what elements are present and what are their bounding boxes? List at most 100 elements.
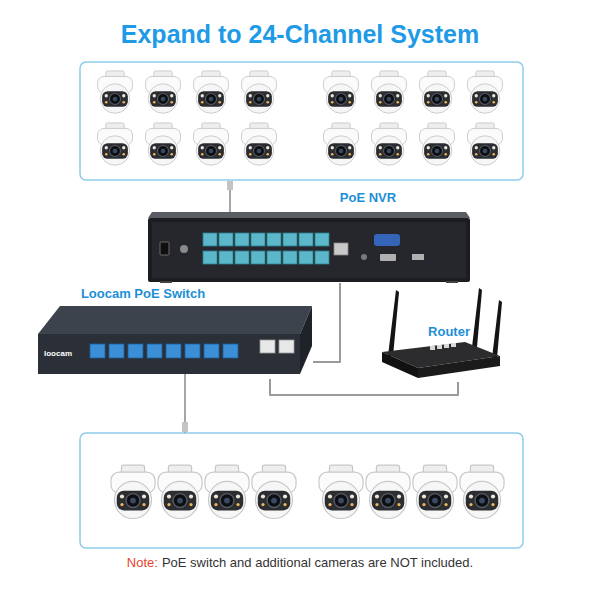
poe-port bbox=[299, 233, 313, 246]
switch-node: Loocam PoE Switch bbox=[35, 286, 313, 379]
ptz-camera bbox=[420, 71, 455, 113]
device-heading: Router bbox=[428, 324, 470, 340]
note-prefix: Note: bbox=[127, 555, 158, 571]
router-antenna bbox=[492, 300, 502, 358]
ptz-camera bbox=[468, 71, 503, 113]
camera-panel bbox=[80, 62, 523, 180]
ptz-camera bbox=[324, 123, 359, 165]
ptz-camera bbox=[111, 465, 155, 518]
ptz-camera bbox=[468, 123, 503, 165]
ptz-camera bbox=[413, 465, 457, 518]
router-front bbox=[382, 352, 418, 378]
switch-port bbox=[223, 344, 238, 358]
note-text: PoE switch and additional cameras are NO… bbox=[162, 555, 473, 571]
nvr-rear-panel bbox=[152, 222, 466, 278]
poe-port bbox=[219, 251, 233, 264]
ptz-camera bbox=[194, 71, 229, 113]
poe-port bbox=[315, 251, 329, 264]
ptz-camera bbox=[98, 123, 133, 165]
router-port bbox=[451, 343, 456, 347]
ptz-camera bbox=[366, 465, 410, 518]
ptz-camera bbox=[205, 465, 249, 518]
poe-port bbox=[267, 251, 281, 264]
switch-side bbox=[300, 306, 312, 374]
power-jack bbox=[180, 245, 188, 253]
poe-port bbox=[203, 251, 217, 264]
usb-port bbox=[412, 254, 424, 260]
ptz-camera bbox=[372, 123, 407, 165]
router-port bbox=[437, 345, 442, 349]
ptz-camera bbox=[242, 71, 277, 113]
poe-port bbox=[203, 233, 217, 246]
router-antenna bbox=[388, 290, 399, 356]
note-row: Note:PoE switch and additional cameras a… bbox=[0, 555, 600, 571]
switch-ports bbox=[90, 344, 238, 358]
cable-plug bbox=[182, 422, 188, 432]
vga-port bbox=[374, 234, 400, 246]
router-side bbox=[418, 356, 500, 378]
device-heading: PoE NVR bbox=[340, 190, 396, 206]
cable-plug bbox=[227, 181, 233, 190]
brand-logo: loocam bbox=[44, 349, 72, 358]
ptz-camera bbox=[252, 465, 296, 518]
switch-front bbox=[38, 334, 300, 374]
nvr-top bbox=[148, 212, 470, 218]
router-node: Router bbox=[378, 322, 502, 382]
poe-port bbox=[219, 233, 233, 246]
poe-port bbox=[315, 233, 329, 246]
ptz-camera bbox=[194, 123, 229, 165]
poe-port bbox=[251, 233, 265, 246]
device-foot bbox=[160, 281, 172, 283]
poe-port bbox=[267, 233, 281, 246]
switch-device bbox=[38, 306, 312, 374]
ptz-camera bbox=[324, 71, 359, 113]
switch-port bbox=[166, 344, 181, 358]
ptz-camera bbox=[319, 465, 363, 518]
router-port bbox=[444, 344, 449, 348]
switch-port bbox=[185, 344, 200, 358]
router-antenna bbox=[472, 288, 482, 347]
device-foot bbox=[446, 281, 458, 283]
router-device bbox=[382, 288, 502, 378]
audio-jack bbox=[361, 254, 367, 260]
ptz-camera bbox=[372, 71, 407, 113]
poe-port bbox=[251, 251, 265, 264]
poe-port bbox=[283, 251, 297, 264]
ptz-camera bbox=[98, 71, 133, 113]
switch-top bbox=[38, 306, 312, 334]
hdmi-port bbox=[380, 254, 396, 261]
ptz-camera bbox=[146, 71, 181, 113]
camera-group bbox=[111, 465, 504, 518]
poe-port bbox=[235, 251, 249, 264]
lan-port bbox=[334, 243, 348, 255]
switch-port bbox=[204, 344, 219, 358]
nvr-body bbox=[148, 218, 470, 282]
poe-ports bbox=[203, 233, 329, 264]
poe-port bbox=[283, 233, 297, 246]
ptz-camera bbox=[242, 123, 277, 165]
nvr-node: PoE NVR bbox=[148, 188, 471, 283]
device-heading: Loocam PoE Switch bbox=[81, 286, 205, 302]
switch-port bbox=[90, 344, 105, 358]
switch-port bbox=[147, 344, 162, 358]
switch-port bbox=[128, 344, 143, 358]
switch-port bbox=[109, 344, 124, 358]
poe-port bbox=[235, 233, 249, 246]
network-cable bbox=[270, 379, 458, 395]
ptz-camera bbox=[146, 123, 181, 165]
camera-panel bbox=[80, 433, 523, 548]
ptz-camera bbox=[420, 123, 455, 165]
uplink-port bbox=[279, 340, 294, 353]
camera-group bbox=[98, 71, 503, 165]
title: Expand to 24-Channel System bbox=[0, 20, 600, 49]
uplink-port bbox=[260, 340, 275, 353]
router-port bbox=[430, 346, 435, 350]
nvr-device bbox=[148, 212, 470, 283]
ptz-camera bbox=[158, 465, 202, 518]
power-switch bbox=[160, 242, 169, 255]
ptz-camera bbox=[460, 465, 504, 518]
poe-port bbox=[299, 251, 313, 264]
network-cable bbox=[313, 283, 340, 362]
